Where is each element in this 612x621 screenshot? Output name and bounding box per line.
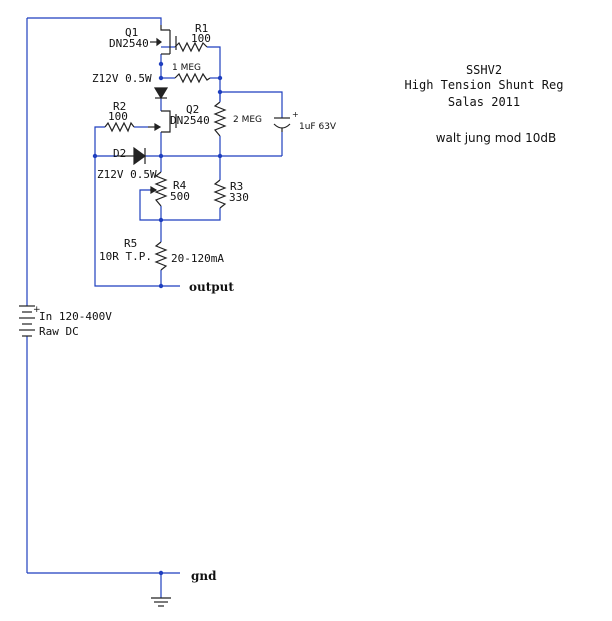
title-block: SSHV2 High Tension Shunt Reg Salas 2011 … [405, 63, 564, 145]
wire-output [94, 156, 180, 287]
r2-resistor [104, 121, 135, 133]
title-line2: High Tension Shunt Reg [405, 78, 564, 92]
svg-text:+: + [33, 305, 41, 315]
r4-value-label: 500 [170, 190, 190, 203]
r-2meg-resistor [213, 101, 227, 137]
title-note: walt jung mod 10dB [436, 131, 557, 145]
wire-cap-top [220, 91, 283, 118]
r-1meg-label: 1 MEG [172, 63, 201, 73]
r5-resistor [154, 241, 168, 271]
q2-mosfet-symbol [148, 110, 177, 133]
d2-ref-label: D2 [113, 147, 126, 160]
junction-dot [158, 570, 164, 576]
gnd-net-label: gnd [191, 569, 217, 583]
q2-ref-label: Q2 [186, 103, 199, 116]
r4-ref-label: R4 [173, 179, 187, 192]
r3-resistor [213, 179, 227, 209]
r-1meg-resistor [174, 72, 211, 84]
wire-r4-wiper [139, 189, 161, 221]
svg-text:+: + [292, 110, 299, 119]
q2-part-label: DN2540 [170, 114, 210, 127]
title-line1: SSHV2 [466, 63, 502, 77]
junction-dot [217, 75, 223, 81]
q1-part-label: DN2540 [109, 37, 149, 50]
r1-value-label: 100 [191, 32, 211, 45]
source-type-label: Raw DC [39, 325, 79, 338]
r5-current-label: 20-120mA [171, 252, 224, 265]
capacitor-symbol: + [273, 110, 299, 132]
junction-dot [158, 75, 164, 81]
wire-r2-left [94, 126, 105, 156]
wire-r1-out [207, 46, 221, 101]
r1-resistor [174, 41, 208, 53]
junction-dot [92, 153, 98, 159]
r-2meg-label: 2 MEG [233, 115, 262, 125]
q1-mosfet-symbol [150, 25, 177, 55]
z1-zener-symbol [153, 87, 169, 100]
r4-potentiometer [150, 171, 168, 207]
capacitor-label: 1uF 63V [299, 122, 337, 132]
r5-ref-label: R5 [124, 237, 137, 250]
junction-dot [217, 89, 223, 95]
wire-top-rail [27, 17, 162, 25]
wires [26, 17, 283, 598]
junction-dot [158, 283, 164, 289]
r2-value-label: 100 [108, 110, 128, 123]
output-net-label: output [189, 280, 234, 294]
ground-symbol [151, 597, 171, 607]
r3-ref-label: R3 [230, 180, 243, 193]
junction-dot [158, 217, 164, 223]
junction-dot [158, 153, 164, 159]
source-voltage-label: In 120-400V [39, 310, 112, 323]
junction-dot [217, 153, 223, 159]
r3-value-label: 330 [229, 191, 249, 204]
r2-ref-label: R2 [113, 100, 126, 113]
dc-source-symbol: + [19, 305, 41, 337]
r5-value-label: 10R T.P. [99, 250, 152, 263]
wire-r3-bottom [161, 208, 221, 221]
r1-ref-label: R1 [195, 22, 208, 35]
q1-ref-label: Q1 [125, 26, 138, 39]
junction-dots [92, 61, 223, 576]
d2-zener-symbol [118, 146, 147, 166]
junction-dot [158, 61, 164, 67]
z1-label: Z12V 0.5W [92, 72, 152, 85]
title-line3: Salas 2011 [448, 95, 520, 109]
d2-label: Z12V 0.5W [97, 168, 157, 181]
